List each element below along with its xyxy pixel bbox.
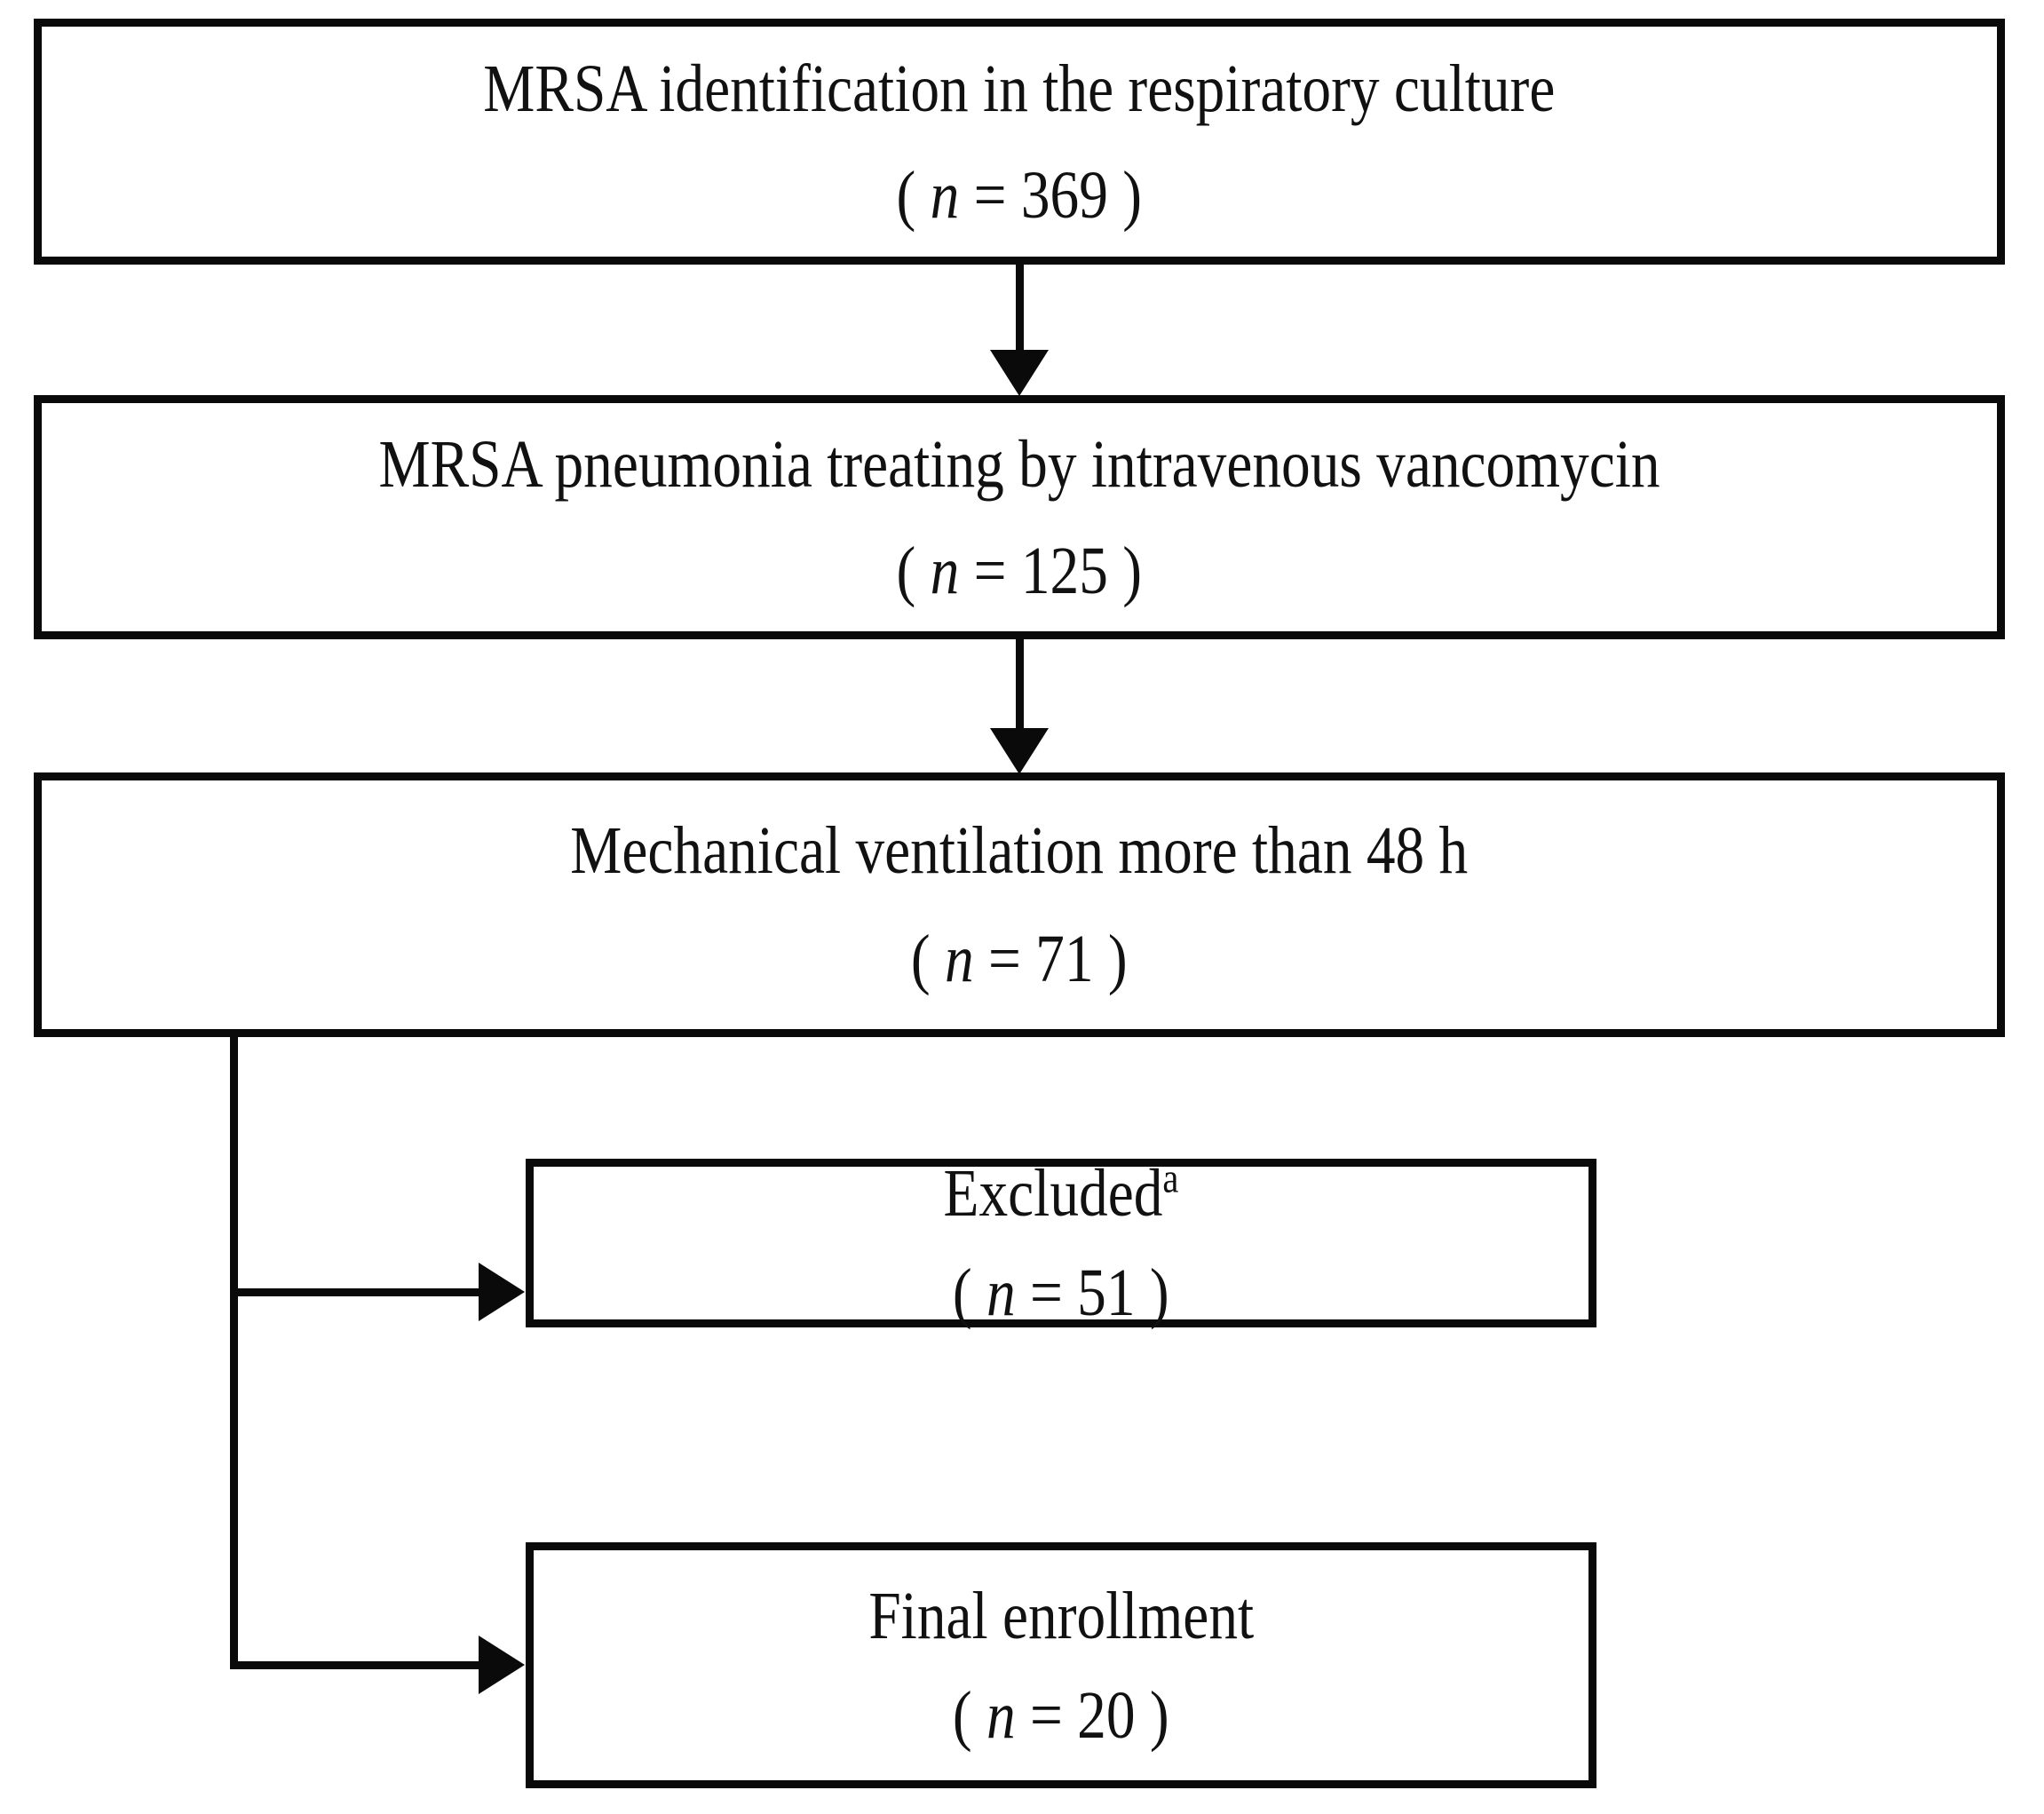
edge-line-n2-n3 — [1016, 639, 1024, 732]
count-value: 20 — [1077, 1677, 1136, 1753]
count-variable: n — [945, 922, 974, 996]
count-equals: = — [1015, 1677, 1078, 1753]
flow-node-excluded: Excludeda ( n = 51 ) — [526, 1158, 1596, 1327]
count-equals: = — [1015, 1256, 1078, 1330]
flow-node-mrsa-identification: MRSA identification in the respiratory c… — [34, 19, 2005, 265]
count-open-paren: ( — [896, 157, 931, 233]
flow-node-count: ( n = 125 ) — [897, 537, 1142, 605]
flow-node-count: ( n = 71 ) — [911, 925, 1128, 993]
count-variable: n — [930, 157, 960, 233]
flow-node-mrsa-pneumonia-vancomycin: MRSA pneumonia treating by intravenous v… — [34, 395, 2005, 639]
flow-node-final-enrollment: Final enrollment ( n = 20 ) — [526, 1542, 1596, 1788]
count-close-paren: ) — [1108, 533, 1143, 608]
flow-node-mechanical-ventilation: Mechanical ventilation more than 48 h ( … — [34, 772, 2005, 1037]
count-value: 71 — [1035, 922, 1094, 996]
edge-line-n3-n4 — [230, 1288, 484, 1296]
edge-arrowhead-n1-n2 — [990, 350, 1049, 396]
count-close-paren: ) — [1093, 922, 1128, 996]
count-variable: n — [930, 533, 960, 608]
flow-node-title: MRSA identification in the respiratory c… — [483, 51, 1556, 126]
edge-arrowhead-n3-n5 — [479, 1636, 525, 1694]
edge-arrowhead-n2-n3 — [990, 728, 1049, 774]
flow-node-title: Excludeda — [944, 1158, 1179, 1227]
flow-node-title: Mechanical ventilation more than 48 h — [570, 813, 1469, 888]
flow-node-count: ( n = 51 ) — [953, 1259, 1169, 1327]
flow-node-title: MRSA pneumonia treating by intravenous v… — [378, 426, 1660, 502]
count-open-paren: ( — [953, 1677, 987, 1753]
edge-arrowhead-n3-n4 — [479, 1263, 525, 1321]
flow-node-title: Final enrollment — [868, 1578, 1254, 1653]
count-variable: n — [986, 1677, 1016, 1753]
count-close-paren: ) — [1108, 157, 1143, 233]
edge-line-n1-n2 — [1016, 265, 1024, 353]
flow-node-title-text: Excluded — [943, 1156, 1163, 1231]
count-equals: = — [973, 922, 1036, 996]
count-close-paren: ) — [1135, 1256, 1169, 1330]
count-value: 51 — [1077, 1256, 1136, 1330]
count-close-paren: ) — [1135, 1677, 1169, 1753]
flow-node-count: ( n = 20 ) — [953, 1682, 1169, 1749]
count-open-paren: ( — [953, 1256, 987, 1330]
edge-line-n3-n5 — [230, 1661, 484, 1669]
count-value: 125 — [1021, 533, 1109, 608]
count-open-paren: ( — [911, 922, 946, 996]
count-equals: = — [959, 157, 1022, 233]
flow-node-count: ( n = 369 ) — [897, 162, 1142, 229]
count-open-paren: ( — [896, 533, 931, 608]
count-value: 369 — [1021, 157, 1109, 233]
footnote-marker: a — [1162, 1155, 1179, 1202]
count-variable: n — [986, 1256, 1016, 1330]
edge-branch-trunk — [230, 1033, 238, 1669]
count-equals: = — [959, 533, 1022, 608]
